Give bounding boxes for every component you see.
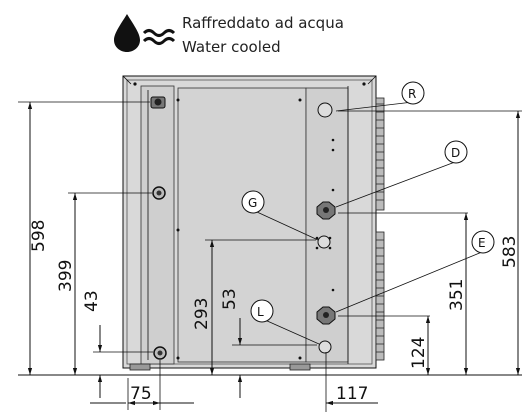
connection-L bbox=[318, 340, 332, 354]
dim-399: 399 bbox=[56, 260, 76, 292]
dim-75: 75 bbox=[130, 384, 152, 404]
dim-583: 583 bbox=[500, 236, 520, 268]
callout-G: G bbox=[248, 196, 257, 210]
legend-line2: Water cooled bbox=[182, 38, 281, 56]
dim-598: 598 bbox=[29, 220, 49, 252]
dim-117: 117 bbox=[336, 384, 368, 404]
callout-D-circle bbox=[444, 140, 468, 164]
water-drop-icon bbox=[114, 14, 140, 52]
callout-E-circle bbox=[471, 230, 495, 254]
legend-line1: Raffreddato ad acqua bbox=[182, 14, 344, 32]
callout-R: R bbox=[408, 87, 416, 101]
dim-43: 43 bbox=[82, 290, 102, 312]
connections bbox=[150, 96, 336, 360]
connection-G bbox=[317, 235, 331, 249]
callout-L-circle bbox=[250, 299, 274, 323]
unit-body bbox=[122, 75, 385, 371]
dim-293: 293 bbox=[192, 298, 212, 330]
wave-icon bbox=[142, 29, 176, 45]
callout-D: D bbox=[451, 146, 460, 160]
dim-53: 53 bbox=[220, 288, 240, 310]
side-louvres bbox=[375, 97, 385, 361]
callout-E: E bbox=[478, 236, 486, 250]
callout-R-circle bbox=[401, 81, 425, 105]
dimension-labels: 598 399 43 293 53 583 351 124 75 117 bbox=[29, 220, 520, 404]
callout-L: L bbox=[257, 305, 264, 319]
callouts: R D G E L bbox=[241, 81, 495, 345]
dim-351: 351 bbox=[447, 279, 467, 311]
dimension-lines bbox=[27, 102, 521, 410]
dim-124: 124 bbox=[409, 337, 429, 369]
callout-G-circle bbox=[241, 190, 265, 214]
connection-R bbox=[317, 102, 333, 118]
legend: Raffreddato ad acqua Water cooled bbox=[114, 14, 344, 56]
